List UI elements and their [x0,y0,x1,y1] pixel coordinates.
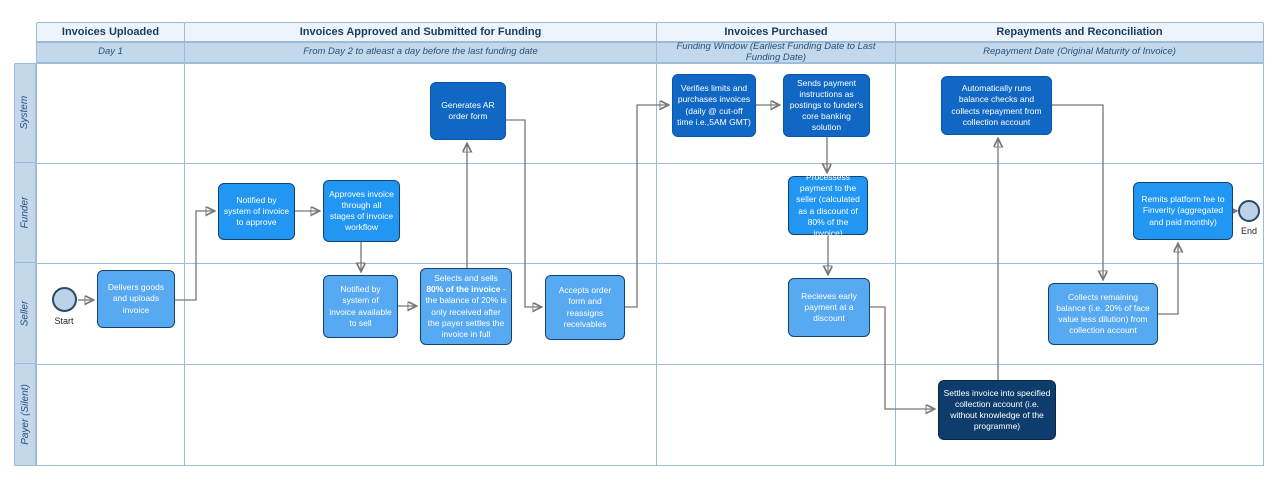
node-verifies-limits-purchases: Verifies limits and purchases invoices (… [672,74,756,137]
lane-divider-funder-seller [36,263,1264,264]
column-divider-2 [656,63,657,466]
node-delivers-goods-uploads-invoice: Delivers goods and uploads invoice [97,270,175,328]
node-generates-ar-order-form: Generates AR order form [430,82,506,140]
diagram-canvas [36,63,1264,466]
end-event-circle [1238,200,1260,222]
lane-label-system: System [14,63,36,163]
node-accepts-order-form: Accepts order form and reassigns receiva… [545,275,625,340]
start-event-label: Start [54,316,74,326]
phase-title-invoices-purchased: Invoices Purchased [656,22,896,42]
phase-title-invoices-approved: Invoices Approved and Submitted for Fund… [184,22,657,42]
phase-subtitle-repayment-date: Repayment Date (Original Maturity of Inv… [895,42,1264,63]
node-selects-sells-80-percent: Selects and sells 80% of the invoice - t… [420,268,512,345]
node-collects-remaining-balance: Collects remaining balance (i.e. 20% of … [1048,283,1158,345]
column-divider-3 [895,63,896,466]
node-auto-balance-checks: Automatically runs balance checks and co… [941,76,1052,135]
phase-title-repayments: Repayments and Reconciliation [895,22,1264,42]
phase-subtitle-funding-window: Funding Window (Earliest Funding Date to… [656,42,896,63]
node-settles-invoice-collection-account: Settles invoice into specified collectio… [938,380,1056,440]
lane-divider-seller-payer [36,364,1264,365]
lane-label-seller: Seller [14,263,36,364]
node-remits-platform-fee: Remits platform fee to Finverity (aggreg… [1133,182,1233,240]
phase-title-invoices-uploaded: Invoices Uploaded [36,22,185,42]
node-approves-invoice-workflow: Approves invoice through all stages of i… [323,180,400,242]
end-event-label: End [1240,226,1257,236]
node-notified-invoice-available: Notified by system of invoice available … [323,275,398,338]
phase-subtitle-day2-window: From Day 2 to atleast a day before the l… [184,42,657,63]
node-receives-early-payment: Recieves early payment at a discount [788,278,870,337]
lane-label-funder: Funder [14,163,36,263]
start-event-circle [52,287,77,312]
lane-divider-system-funder [36,163,1264,164]
node-processes-payment-to-seller: Processess payment to the seller (calcul… [788,172,868,238]
column-divider-1 [184,63,185,466]
lane-label-payer-silent: Payer (Silent) [14,364,36,466]
phase-subtitle-day1: Day 1 [36,42,185,63]
node-sends-payment-instructions: Sends payment instructions as postings t… [783,74,870,137]
node-notified-invoice-to-approve: Notified by system of invoice to approve [218,183,295,240]
